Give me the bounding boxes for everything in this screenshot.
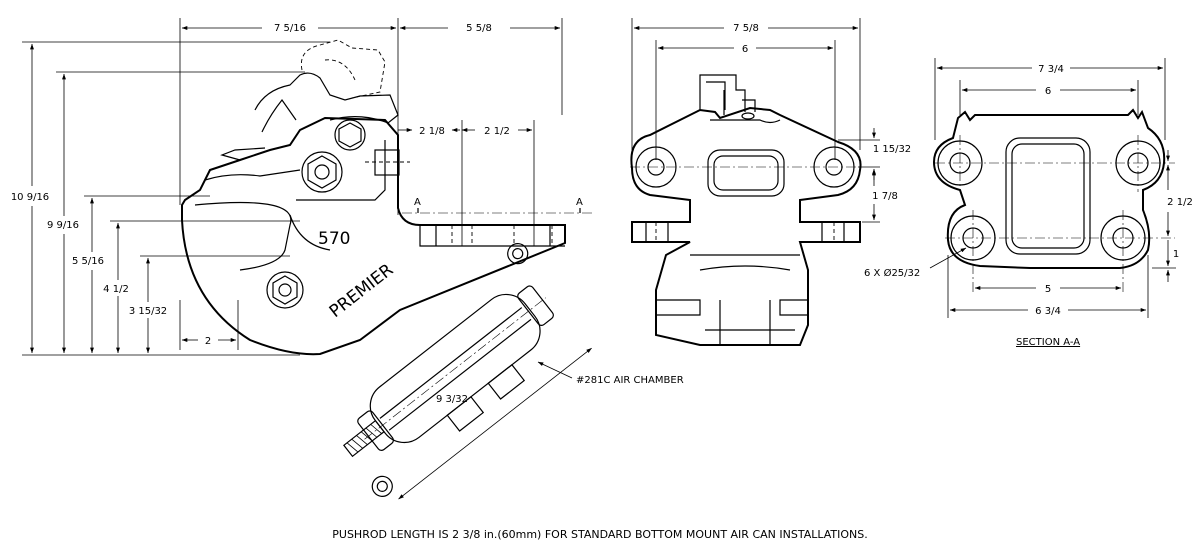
- dim-front-lower-height: 1 7/8: [872, 191, 898, 202]
- dim-front-overall-width: 7 5/8: [733, 23, 759, 34]
- dim-top-left-width: 7 5/16: [274, 23, 306, 34]
- brand-text: PREMIER: [326, 260, 398, 322]
- section-marker-left: A: [414, 197, 421, 208]
- dim-section-bottom-width: 6 3/4: [1035, 306, 1061, 317]
- dim-section-bottom-offset: 1: [1173, 249, 1179, 260]
- dim-hole-spacing: 2 1/2: [484, 126, 510, 137]
- dim-hole-offset: 2 1/8: [419, 126, 445, 137]
- front-view: 7 5/8 6: [630, 18, 911, 346]
- dim-section-top-hole-spacing: 6: [1045, 86, 1051, 97]
- dim-overall-height: 10 9/16: [11, 192, 49, 203]
- dim-lower-height: 3 15/32: [129, 306, 167, 317]
- section-marker-right: A: [576, 197, 583, 208]
- dim-section-bottom-hole-spacing: 5: [1045, 284, 1051, 295]
- air-chamber-label: #281C AIR CHAMBER: [576, 375, 684, 386]
- dim-top-right-width: 5 5/8: [466, 23, 492, 34]
- dim-air-chamber-length: 9 3/32: [436, 394, 468, 405]
- model-number: 570: [318, 229, 350, 249]
- air-chamber: [343, 243, 592, 500]
- dim-section-overall-width: 7 3/4: [1038, 64, 1064, 75]
- dim-upper-body-height: 5 5/16: [72, 256, 104, 267]
- dim-mount-height: 4 1/2: [103, 284, 129, 295]
- section-view: 7 3/4 6 2 1/2 1: [864, 58, 1193, 348]
- dim-base-offset: 2: [205, 336, 211, 347]
- dim-front-hole-spacing: 6: [742, 44, 748, 55]
- dim-handle-height: 9 9/16: [47, 220, 79, 231]
- section-label: SECTION A-A: [1016, 337, 1080, 348]
- footnote: PUSHROD LENGTH IS 2 3/8 in.(60mm) FOR ST…: [332, 528, 867, 541]
- dim-front-upper-height: 1 15/32: [873, 144, 911, 155]
- side-view: 7 5/16 5 5/8 10 9/16 9 9/16 5 5/16 4 1/2…: [11, 18, 684, 500]
- dim-section-vertical-spacing: 2 1/2: [1167, 197, 1193, 208]
- hole-callout: 6 X Ø25/32: [864, 267, 920, 279]
